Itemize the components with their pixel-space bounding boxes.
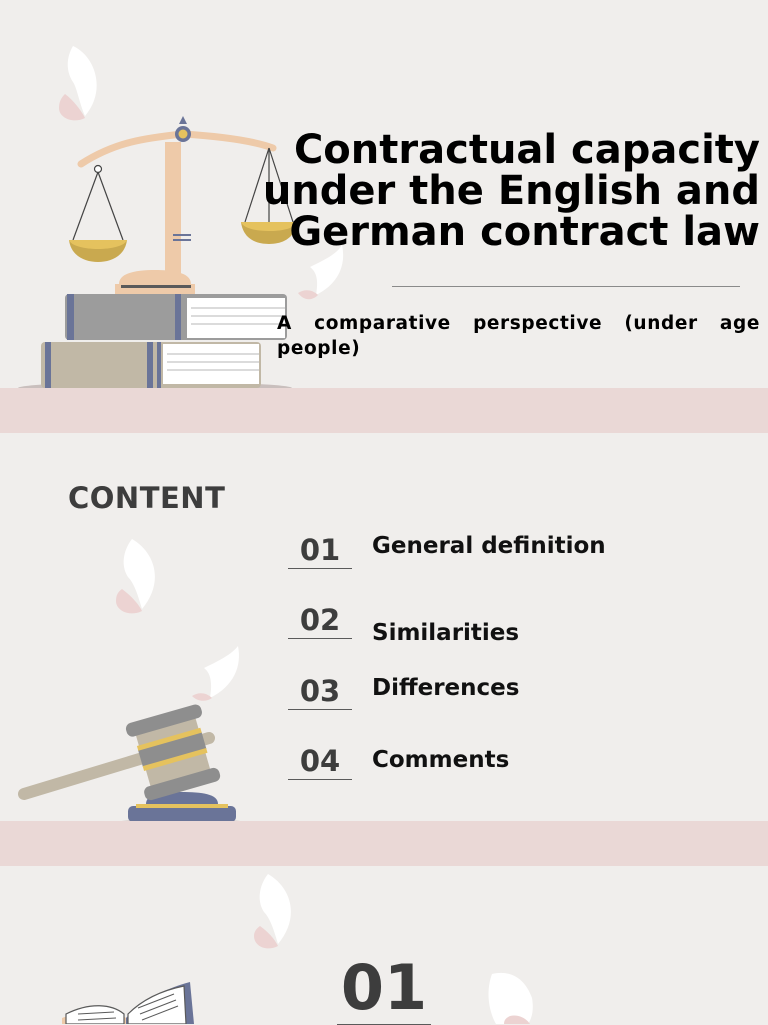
section-band <box>0 388 768 433</box>
section-number: 01 <box>337 952 431 1025</box>
toc-item-3-number: 03 <box>288 673 352 710</box>
title-divider <box>392 286 740 287</box>
toc-item-1-label: General definition <box>372 533 606 559</box>
contents-heading: CONTENT <box>68 481 226 515</box>
paper-leaf-icon <box>298 245 344 300</box>
slide-subtitle: A comparative perspective (under age peo… <box>277 313 760 359</box>
toc-item-4-label: Comments <box>372 747 510 773</box>
paper-leaf-icon <box>488 972 533 1024</box>
paper-leaf-icon <box>254 874 291 949</box>
toc-item-3-label: Differences <box>372 675 520 701</box>
paper-leaf-icon <box>116 539 155 614</box>
toc-item-2-label: Similarities <box>372 620 520 646</box>
section-band <box>0 821 768 866</box>
paper-leaf-icon <box>59 46 97 121</box>
open-book-icon <box>62 982 194 1024</box>
toc-item-4-number: 04 <box>288 743 352 780</box>
paper-leaf-icon <box>192 646 239 701</box>
slide-title-heading: Contractual capacity under the English a… <box>262 127 760 255</box>
gavel-icon <box>18 704 256 829</box>
scales-of-justice-on-books-icon <box>18 116 295 394</box>
toc-item-1-number: 01 <box>288 532 352 569</box>
toc-item-2-number: 02 <box>288 602 352 639</box>
